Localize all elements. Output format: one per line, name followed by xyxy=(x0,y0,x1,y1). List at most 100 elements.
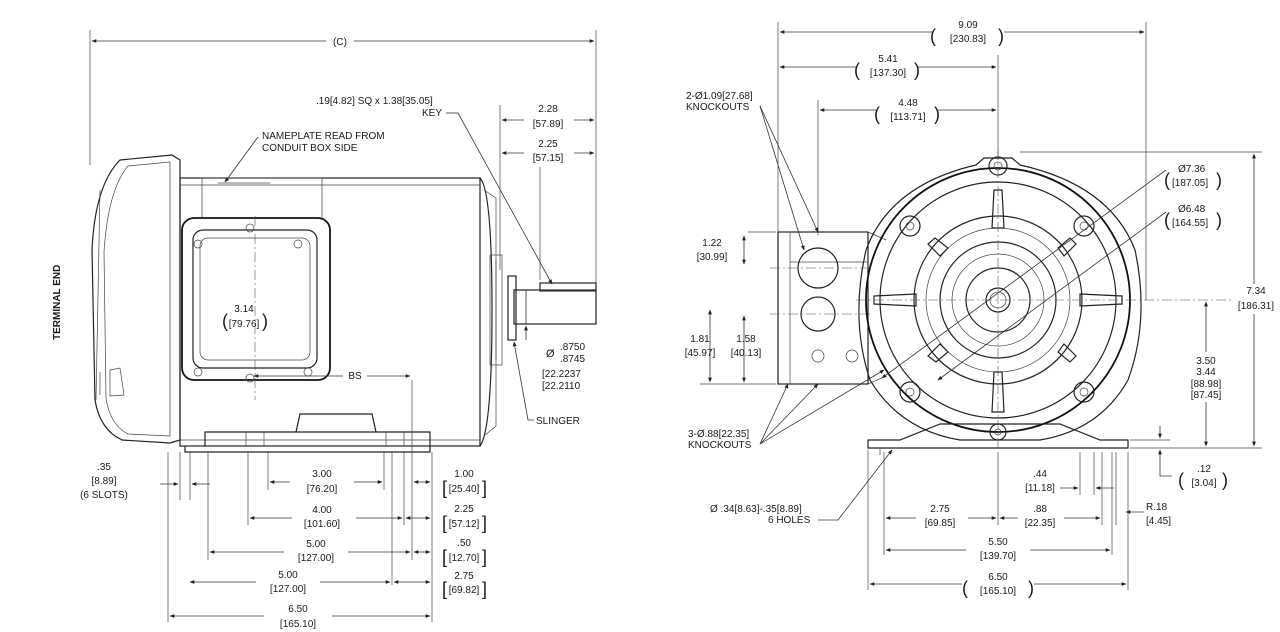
dim-300-in: 3.00 xyxy=(312,469,332,480)
dim-650-mm: [165.10] xyxy=(280,619,316,630)
dim-050-mm: [12.70] xyxy=(449,553,480,564)
dim-181-mm: [45.97] xyxy=(685,348,716,359)
conduit-box xyxy=(181,217,331,381)
motor-frame xyxy=(179,177,481,447)
bs-label: BS xyxy=(348,371,362,382)
ko-bot-line1: 3-Ø.88[22.35] xyxy=(688,429,749,440)
dim-400-in: 4.00 xyxy=(312,505,332,516)
dim-044-in: .44 xyxy=(1033,469,1047,480)
dim-541-in: 5.41 xyxy=(878,54,898,65)
overall-length-label: (C) xyxy=(333,37,347,48)
dim-044-mm: [11.18] xyxy=(1025,483,1055,494)
shaft-h-in-min: 3.44 xyxy=(1196,367,1216,378)
dim-181-in: 1.81 xyxy=(690,334,710,345)
box-dim-mm: [79.76] xyxy=(229,319,260,330)
dim-650-end-mm: [165.10] xyxy=(980,586,1016,597)
dim-100-in: 1.00 xyxy=(454,469,474,480)
dim-100-mm: [25.40] xyxy=(449,484,480,495)
dim-088-in: .88 xyxy=(1033,504,1047,515)
dim-650-end-in: 6.50 xyxy=(988,572,1008,583)
key-len-mm: [57.15] xyxy=(533,153,564,164)
svg-text:]: ] xyxy=(482,547,487,567)
dim-225-in: 2.25 xyxy=(454,504,474,515)
shaft-dia-mm-max: [22.2237 xyxy=(542,369,581,380)
svg-text:(: ( xyxy=(222,311,228,331)
nameplate xyxy=(201,177,323,219)
dim-448-in: 4.48 xyxy=(898,98,918,109)
box-dim-in: 3.14 xyxy=(234,304,254,315)
overall-w-mm: [230.83] xyxy=(950,34,986,45)
dia-648-mm: [164.55] xyxy=(1172,218,1208,229)
shaft-h-in-max: 3.50 xyxy=(1196,356,1216,367)
dim-158-mm: [40.13] xyxy=(731,348,762,359)
svg-text:[: [ xyxy=(442,547,447,567)
motor-base xyxy=(184,446,431,453)
slinger-label: SLINGER xyxy=(536,416,580,427)
shaft-ext-in: 2.28 xyxy=(538,104,558,115)
dim-448-mm: [113.71] xyxy=(890,112,926,123)
key-len-in: 2.25 xyxy=(538,139,558,150)
ko-top-line2: KNOCKOUTS xyxy=(686,102,750,113)
holes-line1: Ø .34[8.63]-.35[8.89] xyxy=(710,504,802,515)
dim-500b-mm: [127.00] xyxy=(270,584,306,595)
svg-text:[: [ xyxy=(442,513,447,533)
nameplate-note-1: NAMEPLATE READ FROM xyxy=(262,131,385,142)
slot-in: .35 xyxy=(97,462,111,473)
shaft-h-mm-min: [87.45] xyxy=(1191,390,1222,401)
dim-400-mm: [101.60] xyxy=(304,519,340,530)
dim-275-in: 2.75 xyxy=(454,571,474,582)
shaft-h-mm-max: [88.98] xyxy=(1191,379,1222,390)
shaft-dia-symbol: Ø xyxy=(546,348,555,360)
radius-mm: [4.45] xyxy=(1146,516,1171,527)
svg-text:(: ( xyxy=(962,578,968,598)
svg-text:): ) xyxy=(262,311,268,331)
slot-note: (6 SLOTS) xyxy=(80,490,128,501)
end-view: 9.09 [230.83] () 5.41 [137.30] () 4.48 [… xyxy=(685,16,1280,600)
svg-text:): ) xyxy=(914,60,920,80)
dia-736-in: Ø7.36 xyxy=(1178,164,1206,175)
svg-text:[: [ xyxy=(442,478,447,498)
svg-text:(: ( xyxy=(1164,170,1170,190)
dia-648-in: Ø6.48 xyxy=(1178,204,1206,215)
shaft xyxy=(513,289,597,325)
slinger xyxy=(507,275,517,341)
side-view: (C) TERMINAL END 3.14 [79.76] ( ) xyxy=(52,30,597,632)
terminal-end-label: TERMINAL END xyxy=(52,265,63,340)
svg-text:): ) xyxy=(1216,170,1222,190)
svg-text:]: ] xyxy=(482,513,487,533)
slot-mm: [8.89] xyxy=(91,476,116,487)
overall-w-in: 9.09 xyxy=(958,20,978,31)
dim-500a-in: 5.00 xyxy=(306,539,326,550)
shaft-dia-in-min: .8745 xyxy=(560,354,585,365)
svg-text:): ) xyxy=(1028,578,1034,598)
svg-text:): ) xyxy=(998,26,1004,46)
foot-t-in: .12 xyxy=(1197,464,1211,475)
dim-122-in: 1.22 xyxy=(702,238,722,249)
dim-500b-in: 5.00 xyxy=(278,570,298,581)
height-mm: [186.31] xyxy=(1238,301,1274,312)
svg-text:): ) xyxy=(1222,470,1228,490)
svg-text:(: ( xyxy=(930,26,936,46)
dim-275-mm: [69.82] xyxy=(449,585,480,596)
dim-225-mm: [57.12] xyxy=(449,519,480,530)
dim-500a-mm: [127.00] xyxy=(298,553,334,564)
key-callout: .19[4.82] SQ x 1.38[35.05] xyxy=(316,96,433,107)
dim-050-in: .50 xyxy=(457,538,471,549)
end-view-base xyxy=(867,423,1129,449)
ko-top-line1: 2-Ø1.09[27.68] xyxy=(686,91,753,102)
nameplate-note-2: CONDUIT BOX SIDE xyxy=(262,143,358,154)
ko-bot-line2: KNOCKOUTS xyxy=(688,440,752,451)
svg-text:[: [ xyxy=(442,579,447,599)
shaft-ext-mm: [57.89] xyxy=(533,119,564,130)
dim-300-mm: [76.20] xyxy=(307,484,338,495)
height-in: 7.34 xyxy=(1246,286,1266,297)
dim-275-end-mm: [69.85] xyxy=(925,518,956,529)
shaft-dia-mm-min: [22.2110 xyxy=(542,381,581,392)
dim-122-mm: [30.99] xyxy=(697,252,728,263)
key-label: KEY xyxy=(422,108,442,119)
svg-text:(: ( xyxy=(1178,470,1184,490)
dia-736-mm: [187.05] xyxy=(1172,178,1208,189)
dim-275-end-in: 2.75 xyxy=(930,504,950,515)
foot-t-mm: [3.04] xyxy=(1191,478,1216,489)
